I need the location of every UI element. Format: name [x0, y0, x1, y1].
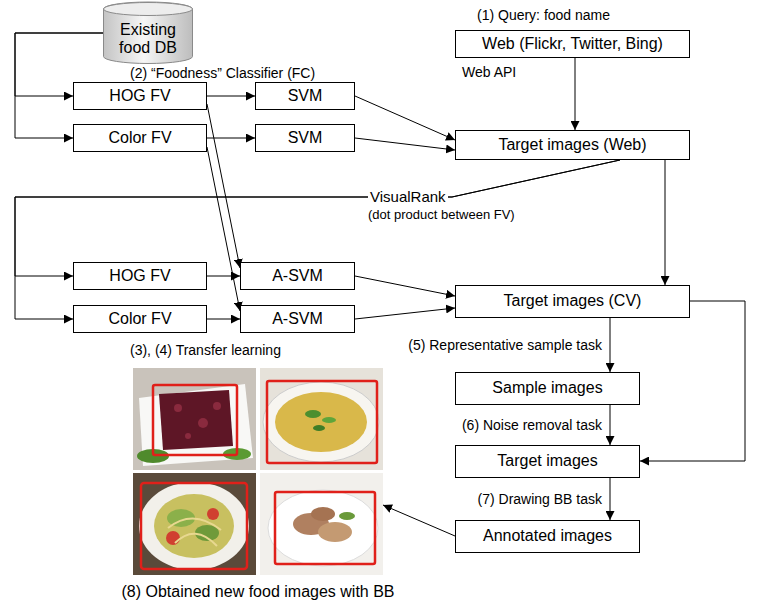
source-box: Web (Flickr, Twitter, Bing)	[455, 30, 690, 58]
node-label: HOG FV	[109, 87, 170, 105]
feature-box: HOG FV	[73, 262, 207, 290]
step-label: (2) “Foodness” Classifier (FC)	[130, 65, 315, 82]
cylinder-body	[104, 2, 193, 64]
drawing-part	[313, 425, 325, 431]
arrow-connector	[15, 160, 620, 276]
drawing-part	[318, 522, 352, 542]
arrow-connector	[575, 58, 576, 130]
step-label: (1) Query: food name	[477, 7, 610, 24]
node-label: A-SVM	[272, 310, 323, 328]
step-label: (dot product between FV)	[368, 207, 515, 223]
drawing-part	[166, 531, 180, 545]
image-set-box: Target images (CV)	[455, 285, 690, 318]
step-label: (3), (4) Transfer learning	[130, 342, 281, 359]
edge-label: VisualRank	[368, 188, 448, 205]
drawing-part	[275, 392, 367, 452]
photo-soup	[260, 368, 383, 470]
node-label: Web (Flickr, Twitter, Bing)	[482, 35, 663, 53]
drawing-part	[322, 417, 336, 423]
image-set-box: Target images (Web)	[455, 130, 690, 160]
drawing-part	[339, 512, 355, 520]
drawing-part	[260, 368, 383, 470]
photo-salad	[133, 473, 256, 575]
node-label: Target images (Web)	[498, 136, 646, 154]
image-set-box: Sample images	[455, 372, 640, 405]
cylinder-top	[104, 3, 193, 16]
feature-box: HOG FV	[73, 82, 207, 110]
drawing-part	[213, 402, 221, 410]
step-label: (6) Noise removal task	[462, 417, 602, 434]
arrow-connector	[610, 318, 611, 372]
arrow-connector	[610, 478, 611, 520]
drawing-part	[139, 482, 249, 570]
node-label: Color FV	[108, 129, 171, 147]
arrow-connector	[383, 505, 455, 536]
node-label: Existing food DB	[103, 21, 193, 58]
node-label: A-SVM	[272, 267, 323, 285]
drawing-part	[185, 433, 191, 439]
photo-meat	[133, 368, 256, 470]
drawing-part	[159, 390, 233, 450]
drawing-part	[198, 418, 208, 428]
node-label: Color FV	[108, 310, 171, 328]
drawing-part	[154, 494, 234, 558]
feature-box: Color FV	[73, 305, 207, 333]
drawing-part	[267, 381, 377, 463]
node-label: SVM	[288, 87, 323, 105]
image-set-box: Target images	[455, 445, 640, 478]
node-label: Target images (CV)	[504, 292, 642, 310]
arrow-connector	[640, 301, 745, 461]
drawing-part	[168, 518, 221, 546]
node-label: Annotated images	[483, 527, 612, 545]
node-label: SVM	[288, 129, 323, 147]
arrow-connector	[610, 405, 611, 445]
photo-meat-dish	[260, 473, 383, 575]
drawing-part	[311, 507, 335, 521]
result-image-grid: (8) Obtained new food images with BB	[133, 368, 383, 575]
drawing-part	[174, 404, 182, 412]
drawing-part	[207, 508, 219, 520]
connector-group	[15, 33, 745, 536]
drawing-part	[305, 410, 321, 418]
classifier-box: A-SVM	[240, 262, 355, 290]
node-label: Target images	[497, 452, 598, 470]
drawing-part	[275, 492, 375, 564]
arrow-connector	[207, 147, 240, 311]
step-label: Web API	[462, 64, 516, 81]
arrow-connector	[355, 276, 455, 296]
arrow-connector	[207, 319, 240, 320]
arrow-connector	[665, 160, 666, 285]
node-label: Sample images	[492, 379, 602, 397]
database-cylinder: Existing food DB	[103, 2, 193, 64]
arrow-connector	[355, 308, 455, 319]
arrow-connector	[207, 276, 240, 277]
drawing-part	[133, 473, 256, 575]
drawing-part	[141, 483, 247, 569]
arrow-connector	[355, 96, 455, 140]
drawing-part	[133, 368, 256, 470]
classifier-box: A-SVM	[240, 305, 355, 333]
drawing-part	[260, 473, 383, 575]
classifier-box: SVM	[255, 124, 355, 152]
arrow-connector	[355, 138, 455, 150]
drawing-part	[268, 490, 378, 566]
figure-caption: (8) Obtained new food images with BB	[121, 583, 394, 601]
drawing-part	[153, 385, 237, 455]
arrow-connector	[207, 104, 240, 268]
step-label: (5) Representative sample task	[408, 337, 602, 354]
arrow-connector	[207, 96, 255, 97]
drawing-part	[263, 382, 379, 462]
step-label: (7) Drawing BB task	[478, 491, 602, 508]
classifier-box: SVM	[255, 82, 355, 110]
node-label: HOG FV	[109, 267, 170, 285]
feature-box: Color FV	[73, 124, 207, 152]
food-photo-grid	[133, 368, 383, 575]
image-set-box: Annotated images	[455, 520, 640, 553]
